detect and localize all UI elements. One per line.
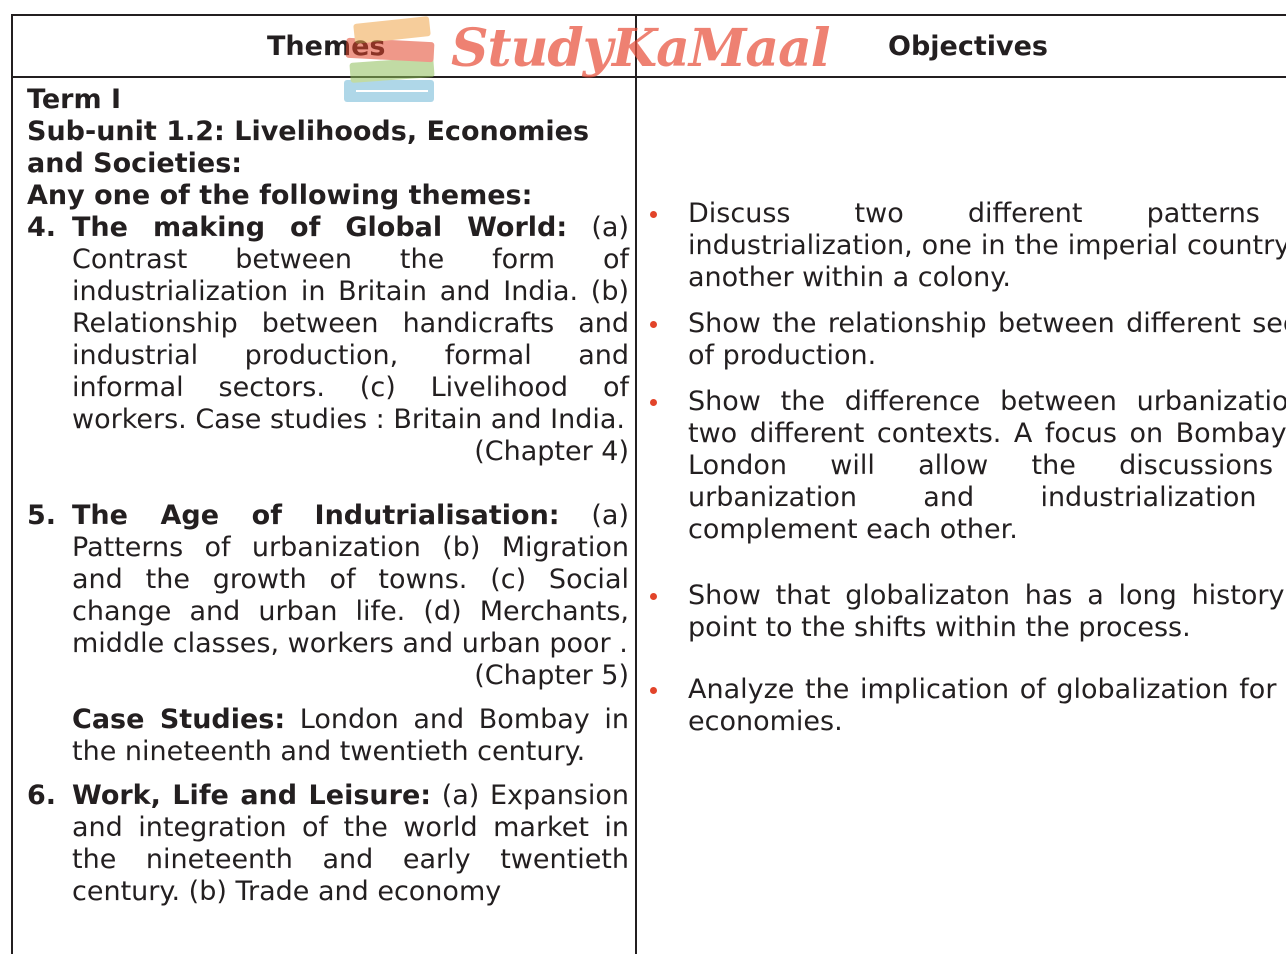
- objective-item: Show the relationship between different …: [650, 308, 1286, 372]
- objective-text: Show the difference between urbanization…: [688, 386, 1286, 545]
- objective-item: Show the difference between urbanization…: [650, 386, 1286, 546]
- bullet-icon: [650, 399, 657, 406]
- objective-text: Show that globalizaton has a long histor…: [688, 580, 1286, 643]
- theme-item-6: 6. Work, Life and Leisure: (a) Expansion…: [27, 780, 629, 908]
- watermark-logo: StudyKaMaal: [336, 10, 831, 115]
- case-studies-title: Case Studies:: [72, 704, 286, 735]
- term-heading: Term I: [27, 84, 122, 115]
- case-studies: Case Studies: London and Bombay in the n…: [27, 704, 629, 768]
- case-studies-text: London and Bombay in the nineteenth and …: [72, 704, 629, 767]
- theme-title: The making of Global World:: [72, 212, 568, 243]
- theme-text: (a) Patterns of urbanization (b) Migrati…: [72, 500, 629, 659]
- objective-text: Show the relationship between different …: [688, 308, 1286, 371]
- subunit-heading-line2: and Societies:: [27, 148, 243, 179]
- objective-item: Analyze the implication of globalization…: [650, 674, 1286, 738]
- objective-item: Discuss two different patterns of indust…: [650, 198, 1286, 294]
- chapter-ref: (Chapter 5): [474, 660, 629, 691]
- objectives-column: Discuss two different patterns of indust…: [650, 198, 1286, 738]
- theme-text: (a) Expansion and integration of the wor…: [72, 780, 630, 907]
- objective-item: Show that globalizaton has a long histor…: [650, 580, 1286, 644]
- bullet-icon: [650, 593, 657, 600]
- bullet-icon: [650, 687, 657, 694]
- books-icon: [344, 16, 435, 102]
- bullet-icon: [650, 211, 657, 218]
- theme-number: 6.: [27, 780, 57, 811]
- objective-text: Discuss two different patterns of indust…: [688, 198, 1286, 293]
- table-top-border: [11, 14, 1286, 16]
- bullet-icon: [650, 321, 657, 328]
- theme-item-5: 5. The Age of Indutrialisation: (a) Patt…: [27, 500, 629, 692]
- theme-text: (a) Contrast between the form of industr…: [72, 212, 629, 435]
- objectives-header: Objectives: [888, 31, 1048, 62]
- table-left-border: [11, 14, 13, 954]
- theme-title: Work, Life and Leisure:: [72, 780, 432, 811]
- themes-column: Term I Sub-unit 1.2: Livelihoods, Econom…: [27, 84, 629, 908]
- theme-item-4: 4. The making of Global World: (a) Contr…: [27, 212, 629, 468]
- chapter-ref: (Chapter 4): [474, 436, 629, 467]
- header-bottom-border: [11, 76, 1286, 78]
- objective-text: Analyze the implication of globalization…: [688, 674, 1286, 737]
- any-one-heading: Any one of the following themes:: [27, 180, 533, 211]
- theme-number: 5.: [27, 500, 57, 531]
- theme-title: The Age of Indutrialisation:: [72, 500, 560, 531]
- watermark-text: StudyKaMaal: [451, 18, 831, 79]
- column-divider: [635, 14, 637, 954]
- subunit-heading-line1: Sub-unit 1.2: Livelihoods, Economies: [27, 116, 590, 147]
- theme-number: 4.: [27, 212, 57, 243]
